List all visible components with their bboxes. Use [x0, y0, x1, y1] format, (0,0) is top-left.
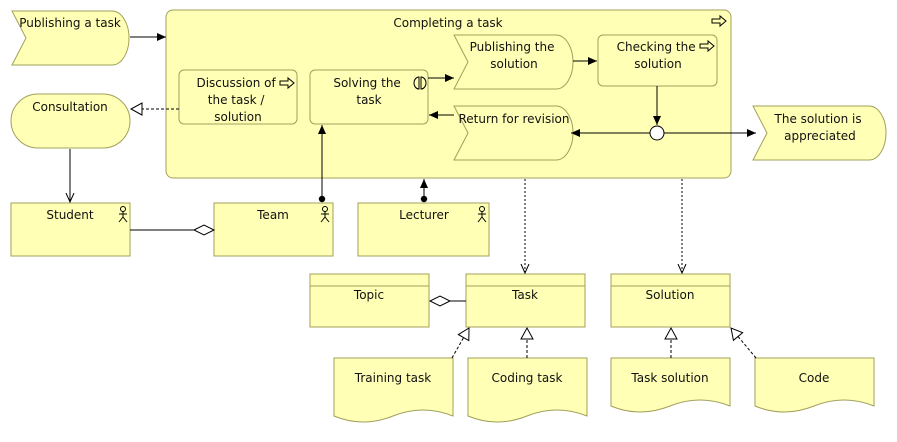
return-revision-label: Return for revision — [459, 112, 570, 126]
consultation-label: Consultation — [32, 100, 108, 114]
code-label: Code — [799, 371, 830, 385]
team-label: Team — [256, 208, 289, 222]
discussion-label: Discussion of the task / solution — [196, 76, 279, 124]
process-arrow-icon — [699, 39, 715, 53]
completing-task-node[interactable]: Completing a task — [165, 9, 732, 179]
topic-label: Topic — [353, 288, 384, 302]
training-task-label: Training task — [354, 371, 431, 385]
actor-icon — [118, 206, 128, 223]
coding-task-node[interactable]: Coding task — [467, 357, 588, 423]
consultation-service[interactable]: Consultation — [10, 93, 131, 149]
solution-appreciated-event[interactable]: The solution is appreciated — [752, 105, 887, 161]
student-node[interactable]: Student — [10, 202, 131, 257]
junction-icon — [649, 125, 665, 141]
completing-task-label: Completing a task — [393, 16, 502, 30]
process-arrow-icon — [711, 14, 727, 28]
interaction-icon — [413, 76, 427, 90]
discussion-node[interactable]: Discussion of the task / solution — [178, 69, 298, 125]
task-solution-label: Task solution — [630, 371, 708, 385]
solution-node[interactable]: Solution — [610, 273, 731, 328]
lecturer-label: Lecturer — [399, 208, 449, 222]
solving-task-node[interactable]: Solving the task — [309, 69, 429, 125]
code-node[interactable]: Code — [754, 357, 875, 413]
topic-node[interactable]: Topic — [309, 273, 430, 328]
task-label: Task — [511, 288, 538, 302]
solution-appreciated-label: The solution is appreciated — [774, 112, 866, 143]
checking-solution-label: Checking the solution — [617, 40, 700, 71]
return-revision-event[interactable]: Return for revision — [453, 105, 574, 161]
task-node[interactable]: Task — [465, 273, 586, 328]
student-label: Student — [46, 208, 94, 222]
publishing-task-event[interactable]: Publishing a task — [11, 10, 130, 66]
training-task-node[interactable]: Training task — [333, 357, 454, 423]
realization-code-to-solution — [730, 327, 757, 359]
actor-icon — [320, 206, 330, 223]
realization-training-to-task — [451, 327, 470, 359]
publishing-task-label: Publishing a task — [19, 16, 121, 30]
team-node[interactable]: Team — [213, 202, 334, 257]
process-arrow-icon — [279, 76, 295, 90]
checking-solution-node[interactable]: Checking the solution — [597, 34, 718, 87]
solution-label: Solution — [646, 288, 695, 302]
solving-task-label: Solving the task — [333, 76, 404, 107]
publishing-solution-event[interactable]: Publishing the solution — [453, 34, 574, 90]
task-solution-node[interactable]: Task solution — [610, 357, 731, 413]
lecturer-node[interactable]: Lecturer — [357, 202, 490, 257]
coding-task-label: Coding task — [492, 371, 563, 385]
publishing-solution-label: Publishing the solution — [470, 40, 559, 71]
actor-icon — [477, 206, 487, 223]
